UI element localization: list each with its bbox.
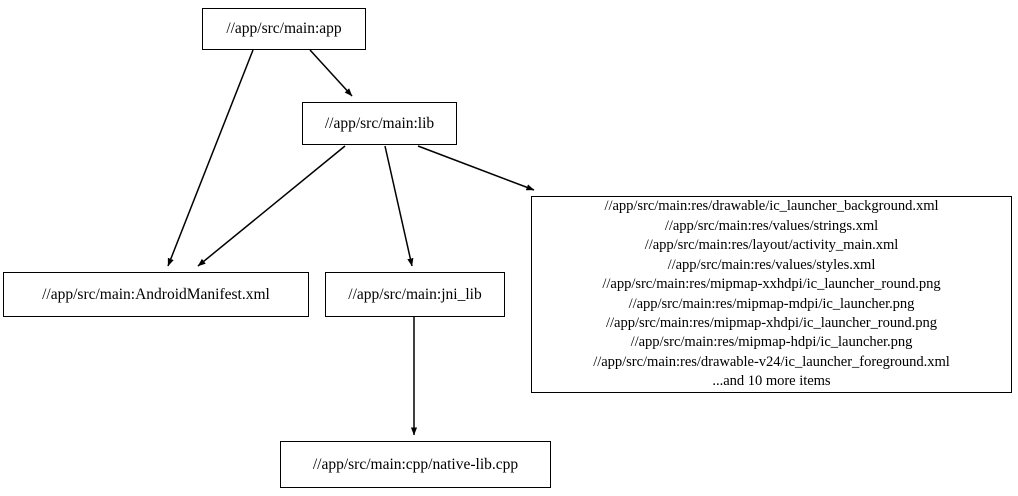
graph-node-jni-lib-label: //app/src/main:jni_lib — [348, 285, 482, 303]
graph-node-androidmanifest[interactable]: //app/src/main:AndroidManifest.xml — [3, 272, 309, 317]
graph-node-jni-lib[interactable]: //app/src/main:jni_lib — [325, 272, 505, 317]
graph-node-native-lib-cpp[interactable]: //app/src/main:cpp/native-lib.cpp — [280, 441, 551, 488]
graph-node-resources-label: //app/src/main:res/drawable/ic_launcher_… — [593, 198, 950, 390]
edge-app-to-lib — [309, 49, 353, 97]
graph-node-app-label: //app/src/main:app — [226, 20, 342, 38]
graph-node-lib-label: //app/src/main:lib — [324, 114, 435, 132]
edge-lib-to-jni_lib — [384, 145, 414, 267]
graph-node-androidmanifest-label: //app/src/main:AndroidManifest.xml — [42, 285, 270, 303]
graph-node-resources[interactable]: //app/src/main:res/drawable/ic_launcher_… — [531, 196, 1012, 393]
graph-node-native-lib-cpp-label: //app/src/main:cpp/native-lib.cpp — [312, 455, 519, 473]
edge-app-to-manifest — [167, 49, 254, 267]
graph-node-lib[interactable]: //app/src/main:lib — [302, 102, 457, 145]
graph-node-app[interactable]: //app/src/main:app — [202, 8, 366, 50]
edge-lib-to-res — [417, 145, 535, 191]
edge-lib-to-manifest — [197, 145, 346, 267]
